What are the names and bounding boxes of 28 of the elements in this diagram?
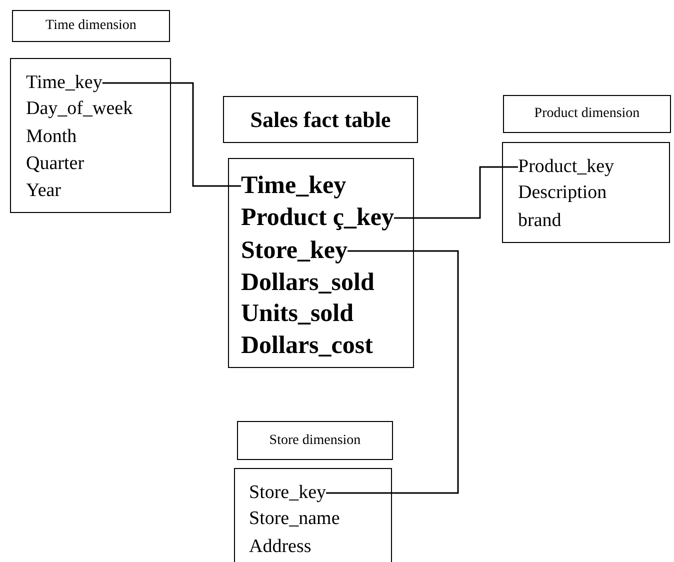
- field-name: Address: [249, 534, 312, 560]
- table-box: [502, 142, 670, 243]
- field-name: Product_key: [518, 154, 614, 180]
- table-box: [10, 58, 171, 213]
- table-title: Sales fact table: [223, 96, 418, 143]
- field-name: Month: [26, 124, 77, 150]
- field-name: Units_sold: [241, 298, 354, 330]
- field-name: Quarter: [26, 151, 84, 177]
- field-name: Store_key: [249, 480, 326, 506]
- field-name: Time_key: [26, 70, 102, 96]
- field-name: Dollars_cost: [241, 330, 373, 362]
- connector-line: [102, 82, 241, 187]
- table-title: Product dimension: [503, 95, 671, 133]
- field-name: brand: [518, 208, 562, 234]
- connector-line: [394, 166, 518, 219]
- field-name: Store_key: [241, 235, 348, 267]
- field-name: Day_of_week: [26, 96, 133, 122]
- table-box: [228, 158, 414, 368]
- field-name: Description: [518, 180, 607, 206]
- table-title: Time dimension: [12, 10, 170, 42]
- connector-line: [326, 250, 459, 494]
- field-name: Dollars_sold: [241, 267, 374, 299]
- field-name: Year: [26, 178, 62, 204]
- table-box: [234, 468, 392, 562]
- table-title: Store dimension: [237, 421, 393, 460]
- field-name: Time_key: [241, 170, 346, 202]
- field-name: Product ç_key: [241, 202, 394, 234]
- field-name: Store_name: [249, 506, 340, 532]
